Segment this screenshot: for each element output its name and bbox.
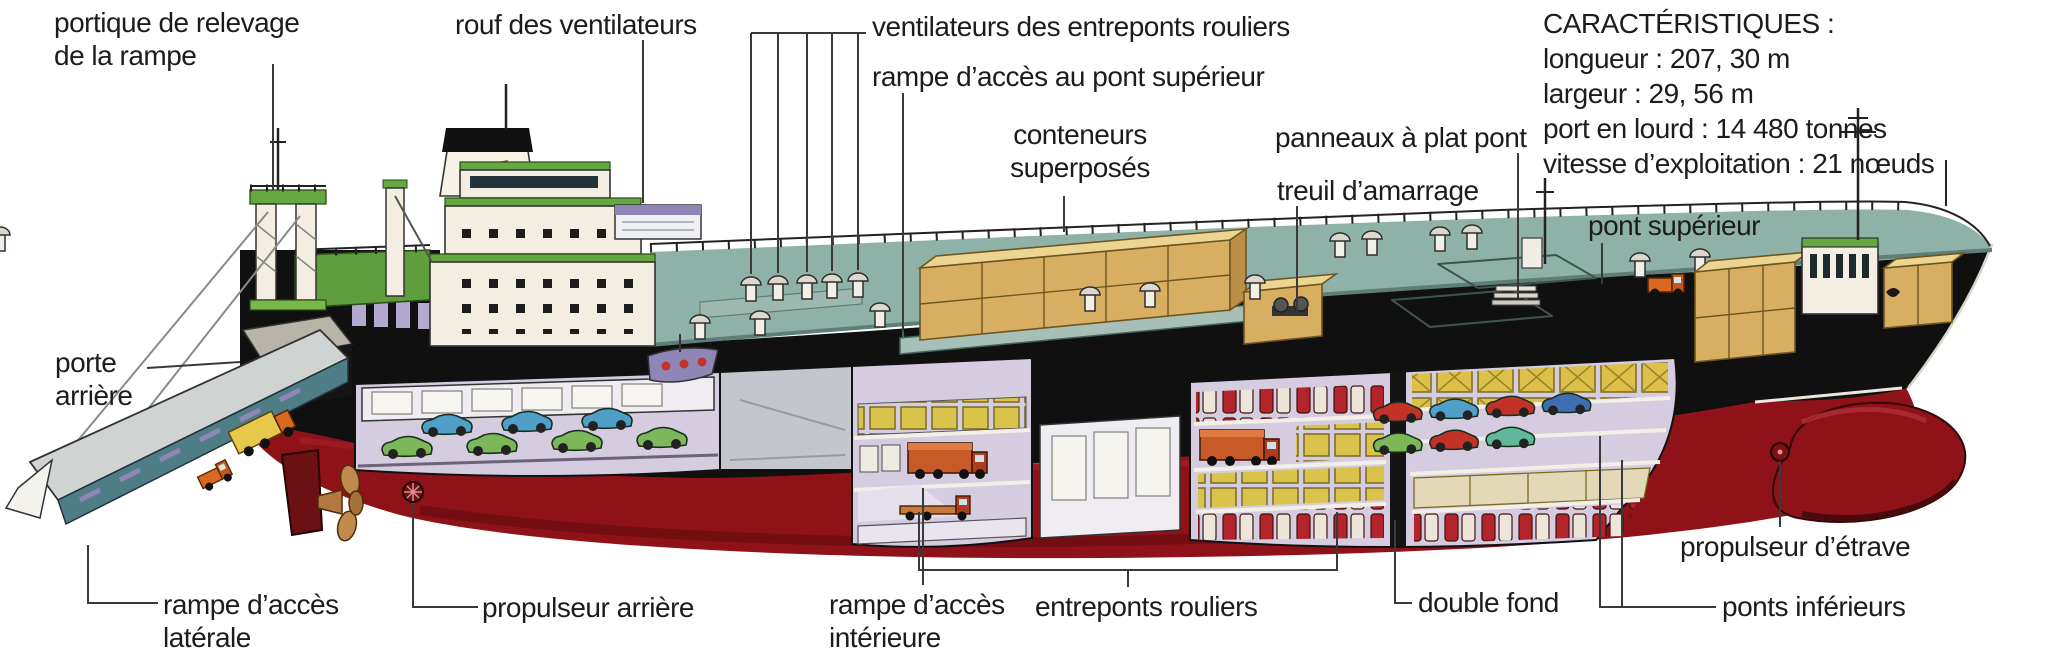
label-pont-superieur: pont supérieur <box>1588 210 1761 241</box>
superstructure <box>382 84 719 383</box>
propeller <box>317 464 364 542</box>
characteristics-block: CARACTÉRISTIQUES : longueur : 207, 30 m … <box>1543 6 1935 181</box>
lifeboat <box>647 334 719 383</box>
stacked-containers <box>699 227 1339 355</box>
cutaway-midship-trucks <box>851 356 1033 548</box>
label-propulseur-etrave: propulseur d’étrave <box>1680 531 1911 562</box>
interior-open-deck <box>719 364 853 471</box>
label-rampe-laterale: rampe d’accès latérale <box>163 589 339 650</box>
label-panneaux-plat-pont: panneaux à plat pont <box>1275 122 1527 153</box>
label-rampe-pont-superieur: rampe d’accès au pont supérieur <box>872 61 1265 92</box>
kingpost <box>382 179 433 297</box>
label-portique-de-relevage: portique de relevage de la rampe <box>54 7 300 71</box>
characteristic-longueur: longueur : 207, 30 m <box>1543 43 1790 74</box>
cutaway-stern-cars <box>354 370 721 477</box>
label-porte-arriere: porte arrière <box>55 347 133 411</box>
characteristic-port-en-lourd: port en lourd : 14 480 tonnes <box>1543 113 1887 144</box>
ramp-tip-flap <box>4 458 54 519</box>
label-conteneurs-superposes: conteneurs superposés <box>1010 119 1150 183</box>
bow-thruster <box>1770 442 1790 462</box>
characteristic-vitesse: vitesse d’exploitation : 21 nœuds <box>1543 148 1935 179</box>
label-rouf-des-ventilateurs: rouf des ventilateurs <box>455 9 697 40</box>
ramp-tractor <box>195 459 236 494</box>
bulbous-bow <box>1772 401 1967 523</box>
stern-thruster <box>402 481 424 503</box>
label-entreponts-rouliers: entreponts rouliers <box>1035 591 1258 622</box>
inner-wall-panels <box>1039 415 1181 539</box>
rudder <box>280 448 324 537</box>
characteristics-heading: CARACTÉRISTIQUES : <box>1543 8 1835 39</box>
label-propulseur-arriere: propulseur arrière <box>482 592 695 623</box>
ramp-truck <box>227 408 297 457</box>
label-treuil-amarrage: treuil d’amarrage <box>1277 175 1479 206</box>
cutaway-bow-holds <box>1189 356 1678 548</box>
label-ponts-inferieurs: ponts inférieurs <box>1722 591 1906 622</box>
characteristic-largeur: largeur : 29, 56 m <box>1543 78 1754 109</box>
deck-hatch-outlines <box>1391 254 1597 328</box>
label-double-fond: double fond <box>1418 587 1559 618</box>
label-rampe-interieure: rampe d’accès intérieure <box>829 589 1005 650</box>
stern-hull-windows <box>352 300 432 329</box>
anchor <box>1886 288 1900 297</box>
ventilator-house <box>614 204 702 240</box>
bow-cargo <box>1647 108 1967 363</box>
stern-door-and-side-ramp <box>4 315 354 526</box>
label-ventilateurs-entreponts: ventilateurs des entreponts rouliers <box>872 11 1290 42</box>
hatch-panel-stack <box>1491 178 1554 306</box>
